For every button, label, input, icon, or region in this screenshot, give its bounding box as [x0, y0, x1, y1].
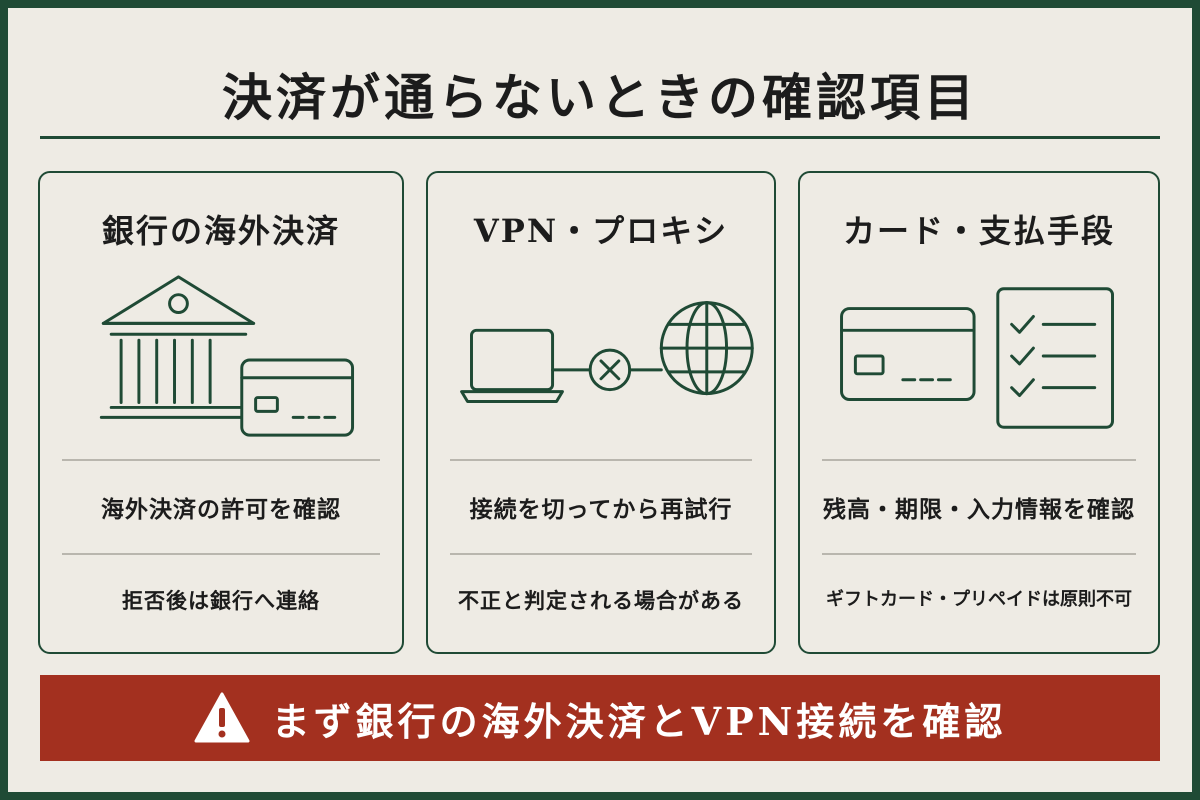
card-line-primary: 海外決済の許可を確認 [101, 496, 341, 523]
card-title: 銀行の海外決済 [101, 212, 340, 250]
card-line-secondary: ギフトカード・プリペイドは原則不可 [826, 589, 1132, 610]
card-divider [822, 459, 1136, 461]
page-title: 決済が通らないときの確認項目 [222, 68, 978, 127]
card-divider [822, 553, 1136, 555]
card-line-secondary: 不正と判定される場合がある [458, 588, 744, 613]
card-divider [450, 553, 752, 555]
card-title: カード・支払手段 [842, 212, 1115, 250]
card-title: VPN・プロキシ [473, 212, 729, 250]
card-bank: 銀行の海外決済 海外決済の許可を確認 拒否後は銀行へ連絡 [38, 171, 404, 654]
card-divider [62, 459, 380, 461]
banner-message: まず銀行の海外決済とVPN接続を確認 [271, 698, 1007, 744]
card-line-secondary: 拒否後は銀行へ連絡 [122, 588, 320, 613]
infographic-panel: 決済が通らないときの確認項目 銀行の海外決済 海外決済の許可を確認 [8, 8, 1192, 792]
title-divider [40, 136, 1160, 139]
card-line-primary: 残高・期限・入力情報を確認 [823, 496, 1135, 523]
card-checklist-icon [840, 287, 1114, 429]
card-vpn: VPN・プロキシ 接続を切ってから再試行 不正と判定される場合がある [426, 171, 776, 654]
warning-icon [194, 692, 250, 743]
card-divider [450, 459, 752, 461]
warning-banner: まず銀行の海外決済とVPN接続を確認 [40, 675, 1160, 761]
card-payment: カード・支払手段 残高・期限・入力情報を確認 ギフトカード・プリペイドは原則不可 [798, 171, 1160, 654]
laptop-blocked-globe-icon [460, 301, 754, 403]
card-line-primary: 接続を切ってから再試行 [469, 496, 733, 523]
bank-with-card-icon [99, 275, 355, 437]
card-divider [62, 553, 380, 555]
